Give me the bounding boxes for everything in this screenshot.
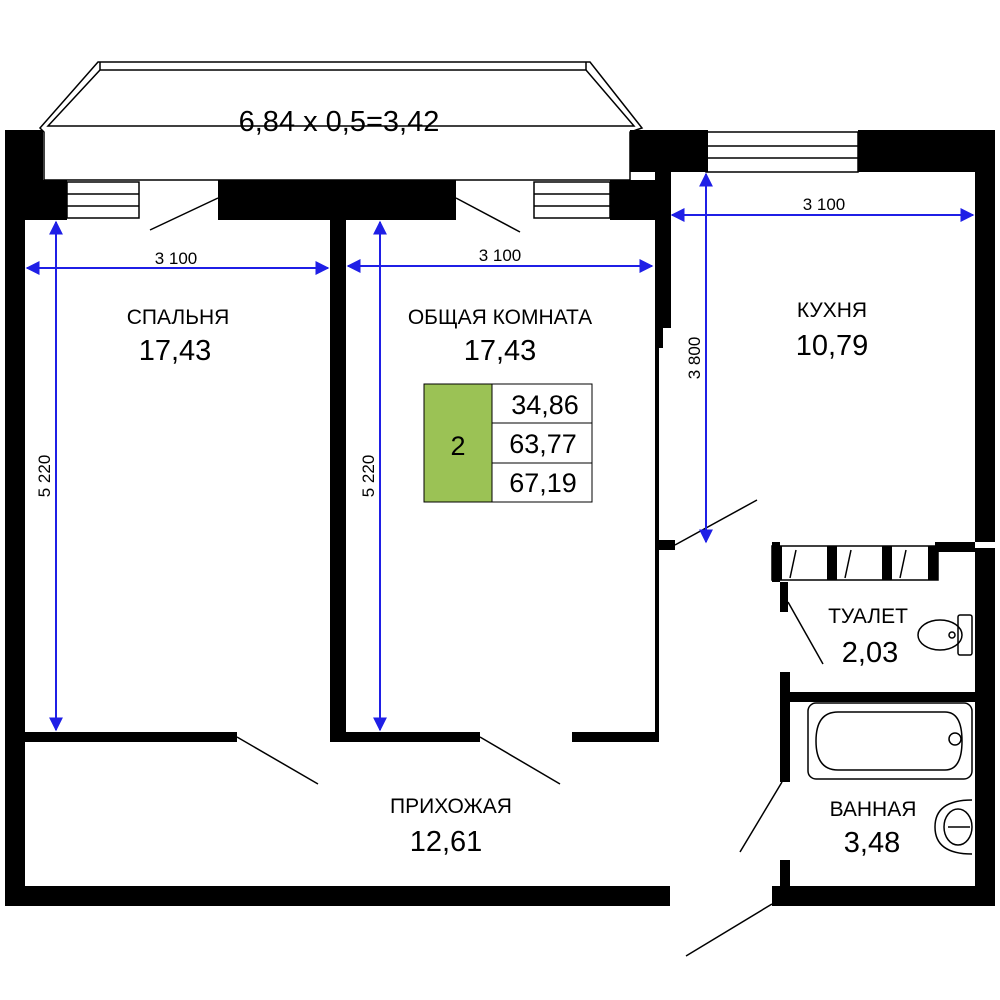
room-area: 12,61: [410, 826, 483, 858]
rooms-count: 2: [450, 431, 465, 461]
room-area: 2,03: [842, 637, 898, 669]
room-bathroom: ВАННАЯ 3,48: [830, 798, 917, 859]
walls: [5, 130, 995, 906]
room-area: 10,79: [796, 330, 869, 362]
room-hallway: ПРИХОЖАЯ 12,61: [390, 795, 512, 858]
door-swings: [149, 197, 824, 957]
room-name: СПАЛЬНЯ: [127, 306, 230, 329]
room-area: 17,43: [139, 335, 212, 367]
room-name: ОБЩАЯ КОМНАТА: [408, 306, 592, 329]
room-living: ОБЩАЯ КОМНАТА 17,43: [408, 306, 592, 367]
bedroom-length-label: 5 220: [35, 455, 54, 498]
room-kitchen: КУХНЯ 10,79: [796, 299, 869, 362]
living-width-label: 3 100: [479, 246, 522, 265]
room-name: ТУАЛЕТ: [828, 605, 908, 628]
vent-shaft: [771, 545, 939, 581]
kitchen-width-label: 3 100: [803, 195, 846, 214]
room-bedroom: СПАЛЬНЯ 17,43: [127, 306, 230, 367]
room-area: 3,48: [844, 827, 900, 859]
rooms-count-cell: [423, 383, 493, 503]
area-summary-box: 2 34,86 63,77 67,19: [423, 383, 593, 503]
room-area: 17,43: [464, 335, 537, 367]
windows: [66, 131, 859, 219]
sink-icon: [934, 799, 973, 855]
toilet-icon: [917, 614, 973, 656]
balcony-area-label: 6,84 x 0,5=3,42: [239, 106, 440, 138]
total-with-balcony-value: 67,19: [509, 468, 577, 498]
living-length-label: 5 220: [359, 455, 378, 498]
room-toilet: ТУАЛЕТ 2,03: [828, 605, 908, 669]
total-area-value: 63,77: [509, 429, 577, 459]
room-name: ВАННАЯ: [830, 798, 917, 821]
dimension-lines: [25, 172, 975, 732]
balcony: 6,84 x 0,5=3,42: [38, 61, 644, 181]
kitchen-length-label: 3 800: [685, 337, 704, 380]
bathtub-icon: [807, 702, 973, 780]
room-name: КУХНЯ: [797, 299, 867, 322]
room-name: ПРИХОЖАЯ: [390, 795, 512, 818]
living-area-value: 34,86: [511, 390, 579, 420]
bedroom-width-label: 3 100: [155, 249, 198, 268]
